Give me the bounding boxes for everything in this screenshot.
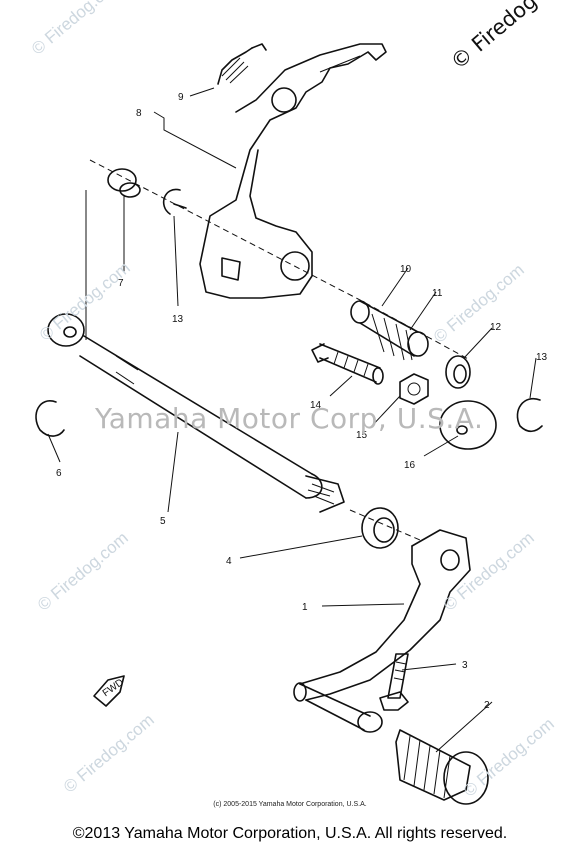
part-number-16: 16 <box>404 460 416 471</box>
part-number-10: 10 <box>400 264 412 275</box>
part-number-13-upper: 13 <box>172 314 184 325</box>
part-number-7: 7 <box>118 278 124 289</box>
part-number-15: 15 <box>356 430 368 441</box>
center-watermark: Yamaha Motor Corp, U.S.A. <box>95 402 484 435</box>
bolt-14 <box>311 343 384 385</box>
axis-line-upper <box>89 159 471 361</box>
footpeg-rubber <box>395 729 489 805</box>
axis-line-lower <box>349 509 421 541</box>
oil-seal <box>361 507 399 549</box>
roller <box>439 400 497 450</box>
fwd-marker-label: FWD <box>101 677 126 699</box>
part-number-11: 11 <box>432 288 443 299</box>
pinch-bolt <box>379 653 409 711</box>
part-number-6: 6 <box>56 468 62 479</box>
washer <box>445 355 471 389</box>
shift-shaft <box>47 313 345 513</box>
part-number-3: 3 <box>462 660 468 671</box>
part-number-12: 12 <box>490 322 502 333</box>
circlip-right <box>516 397 543 433</box>
part-number-4: 4 <box>226 556 232 567</box>
circlip-upper <box>162 188 187 215</box>
fine-print-copyright: (c) 2005-2015 Yamaha Motor Corporation, … <box>213 801 367 808</box>
part-number-5: 5 <box>160 516 166 527</box>
shift-arm <box>199 43 387 299</box>
return-spring <box>217 43 267 85</box>
nut <box>399 373 429 405</box>
circlip-left <box>35 400 65 437</box>
part-number-8: 8 <box>136 108 142 119</box>
leader-lines <box>47 87 537 753</box>
part-number-14: 14 <box>310 400 322 411</box>
stopper-bolt-and-spring <box>350 300 429 361</box>
part-number-2: 2 <box>484 700 490 711</box>
shift-pedal <box>293 529 471 733</box>
part-number-1: 1 <box>302 602 308 613</box>
part-number-13-right: 13 <box>536 352 548 363</box>
footer-copyright: ©2013 Yamaha Motor Corporation, U.S.A. A… <box>72 825 508 842</box>
part-number-9: 9 <box>178 92 184 103</box>
collar <box>107 168 141 198</box>
forward-arrow-marker: FWD <box>93 675 126 707</box>
